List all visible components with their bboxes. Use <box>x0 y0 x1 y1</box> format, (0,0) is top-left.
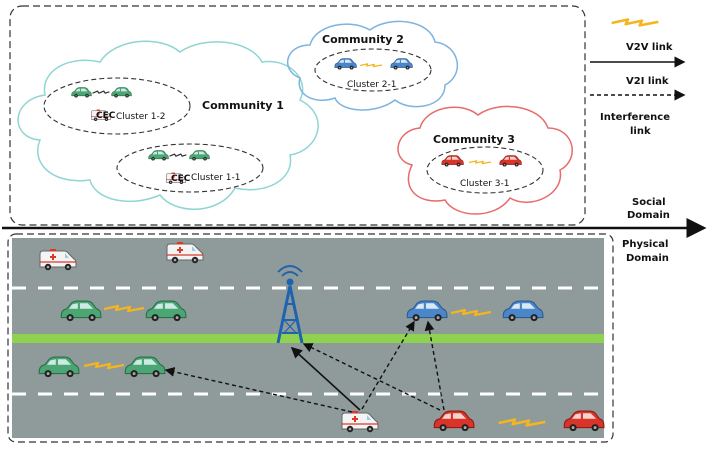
social-domain-label-2: Domain <box>627 210 670 221</box>
cec-tag: CEC <box>171 174 191 184</box>
cluster-2-1-ellipse <box>314 48 432 92</box>
v2i-link-arrow <box>290 346 361 411</box>
cluster-1-1-label: Cluster 1-1 <box>191 173 241 183</box>
v2v-link-icon <box>169 153 187 157</box>
community-2-label: Community 2 <box>322 33 404 46</box>
v2v-link-icon <box>360 63 382 68</box>
community-2-cloud <box>286 20 459 111</box>
cec-tag: CEC <box>96 111 116 121</box>
community-1-cloud <box>17 40 319 210</box>
v2v-link-legend-icon <box>612 20 659 26</box>
base-station-tower-icon <box>276 265 304 344</box>
community-3-cloud <box>397 105 573 215</box>
cluster-1-2-ellipse <box>43 77 191 135</box>
red-car <box>499 155 522 167</box>
interference-link-label-2: link <box>630 126 651 137</box>
v2v-link-label: V2V link <box>626 42 673 53</box>
cluster-1-1-ellipse <box>116 143 264 193</box>
cluster-3-1-label: Cluster 3-1 <box>460 179 510 189</box>
interference-link-arrow <box>424 320 445 411</box>
cluster-1-2-label: Cluster 1-2 <box>116 112 166 122</box>
interference-link-arrow <box>164 367 353 413</box>
physical-domain-label: Physical <box>622 239 668 250</box>
interference-link-arrow <box>361 320 415 410</box>
community-3-label: Community 3 <box>433 133 515 146</box>
v2v-link-icon <box>469 160 491 165</box>
cluster-3-1-ellipse <box>426 146 544 194</box>
green-car <box>71 87 92 98</box>
green-car <box>111 87 132 98</box>
v2v-link-icon <box>92 90 110 94</box>
blue-car <box>390 58 413 70</box>
blue-car <box>334 58 357 70</box>
social-domain-label: Social <box>632 197 666 208</box>
red-car <box>441 155 464 167</box>
green-car <box>189 150 210 161</box>
physical-domain-label-2: Domain <box>626 253 669 264</box>
road-median <box>12 334 604 343</box>
cluster-2-1-label: Cluster 2-1 <box>347 80 397 90</box>
interference-link-label: Interference <box>600 112 670 123</box>
community-1-label: Community 1 <box>202 99 284 112</box>
social-domain-frame <box>9 5 586 226</box>
green-car <box>148 150 169 161</box>
physical-domain-frame <box>7 233 614 443</box>
v2i-link-label: V2I link <box>626 76 669 87</box>
